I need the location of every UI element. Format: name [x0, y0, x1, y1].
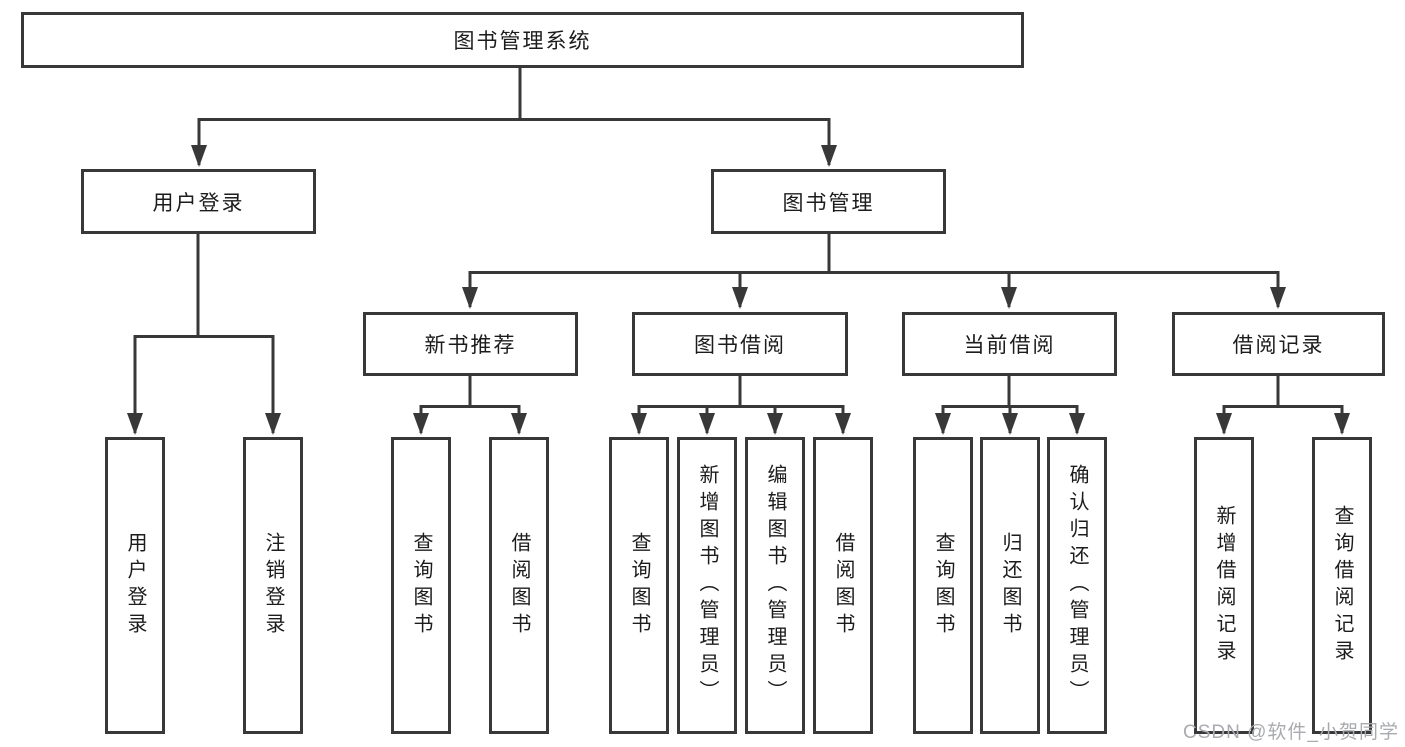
node-book-borrow: 图书借阅: [632, 312, 848, 376]
node-root: 图书管理系统: [21, 12, 1024, 68]
node-leaf-query-record-label: 查询借阅记录: [1331, 504, 1353, 667]
node-new-book-rec: 新书推荐: [363, 312, 578, 376]
edge-book-borrow-split: [639, 375, 843, 408]
csdn-watermark: CSDN @软件_小贺同学: [1183, 722, 1399, 743]
edge-borrow-records-split: [1224, 375, 1342, 408]
node-borrow-records: 借阅记录: [1172, 312, 1385, 376]
edge-user-login-split: [135, 234, 273, 338]
node-user-login: 用户登录: [81, 169, 316, 234]
node-current-borrow-label: 当前借阅: [963, 334, 1056, 357]
node-leaf-borrow-book-2: 借阅图书: [813, 437, 873, 734]
node-leaf-borrow-book-1-label: 借阅图书: [508, 531, 530, 640]
edge-book-mgmt-split: [470, 234, 1278, 274]
edge-new-book-rec-split: [421, 376, 519, 408]
node-leaf-confirm-return: 确认归还（管理员）: [1047, 437, 1107, 734]
node-leaf-return-book: 归还图书: [980, 437, 1040, 734]
node-leaf-user-login: 用户登录: [105, 437, 165, 734]
node-book-mgmt: 图书管理: [711, 169, 946, 234]
edge-current-borrow-split: [943, 376, 1077, 408]
edge-root-split: [199, 68, 829, 121]
node-leaf-add-record-label: 新增借阅记录: [1213, 504, 1235, 667]
node-leaf-query-book-2: 查询图书: [609, 437, 669, 734]
node-leaf-query-book-1: 查询图书: [391, 437, 451, 734]
node-leaf-logout: 注销登录: [243, 437, 303, 734]
node-leaf-edit-book-label: 编辑图书（管理员）: [764, 464, 786, 707]
node-borrow-records-label: 借阅记录: [1232, 334, 1325, 357]
node-leaf-query-book-3-label: 查询图书: [932, 531, 954, 640]
node-leaf-borrow-book-1: 借阅图书: [489, 437, 549, 734]
node-book-mgmt-label: 图书管理: [782, 191, 875, 215]
node-new-book-rec-label: 新书推荐: [424, 334, 517, 357]
node-leaf-query-record: 查询借阅记录: [1312, 437, 1372, 734]
node-leaf-confirm-return-label: 确认归还（管理员）: [1066, 464, 1088, 707]
node-leaf-add-record: 新增借阅记录: [1194, 437, 1254, 734]
node-leaf-borrow-book-2-label: 借阅图书: [832, 531, 854, 640]
node-leaf-user-login-label: 用户登录: [124, 531, 146, 640]
node-current-borrow: 当前借阅: [902, 312, 1117, 376]
node-leaf-return-book-label: 归还图书: [999, 531, 1021, 640]
node-leaf-add-book: 新增图书（管理员）: [677, 437, 737, 734]
node-root-label: 图书管理系统: [453, 30, 592, 53]
node-leaf-query-book-1-label: 查询图书: [410, 531, 432, 640]
node-book-borrow-label: 图书借阅: [694, 334, 786, 357]
node-leaf-query-book-2-label: 查询图书: [628, 531, 650, 640]
node-user-login-label: 用户登录: [152, 191, 245, 215]
node-leaf-add-book-label: 新增图书（管理员）: [696, 464, 718, 707]
node-leaf-edit-book: 编辑图书（管理员）: [745, 437, 805, 734]
node-leaf-logout-label: 注销登录: [262, 531, 284, 640]
node-leaf-query-book-3: 查询图书: [913, 437, 973, 734]
